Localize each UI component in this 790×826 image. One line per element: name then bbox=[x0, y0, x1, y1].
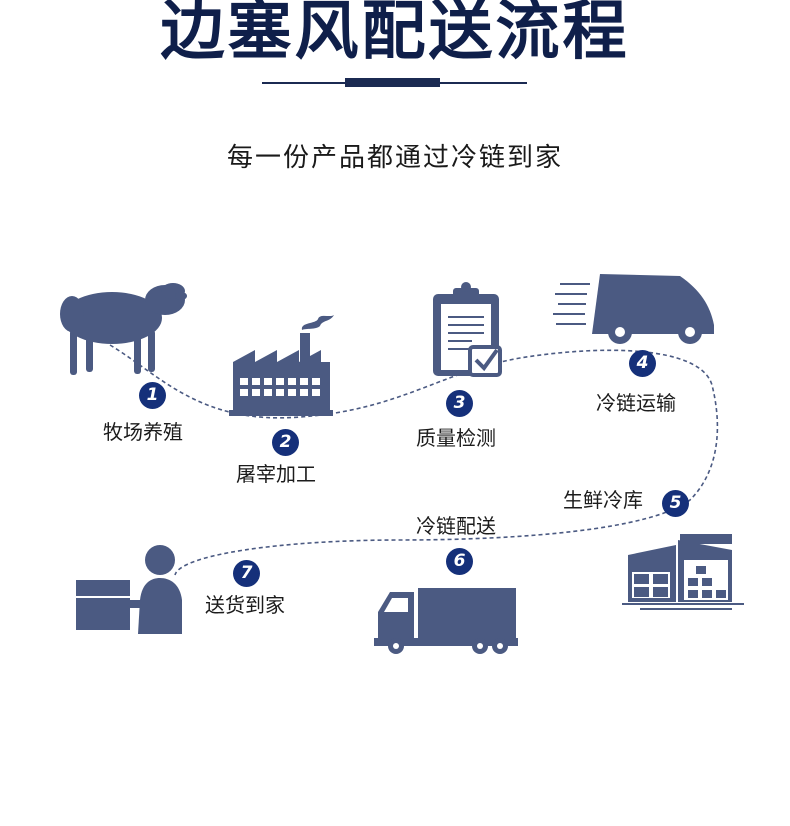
step-4-label: 冷链运输 bbox=[596, 391, 676, 415]
step-7-label: 送货到家 bbox=[205, 593, 285, 617]
flow-path bbox=[109, 344, 719, 576]
step-4-badge: 4 bbox=[629, 350, 656, 377]
title-divider-accent bbox=[345, 78, 440, 87]
step-7-badge: 7 bbox=[233, 560, 260, 587]
page-title: 边塞风配送流程 bbox=[160, 0, 630, 69]
step-3-badge: 3 bbox=[446, 390, 473, 417]
step-3-label: 质量检测 bbox=[416, 426, 496, 450]
page-subtitle: 每一份产品都通过冷链到家 bbox=[226, 143, 563, 173]
step-2-label: 屠宰加工 bbox=[236, 462, 316, 486]
step-6-badge: 6 bbox=[446, 548, 473, 575]
step-5-badge: 5 bbox=[662, 490, 689, 517]
step-1-badge: 1 bbox=[139, 382, 166, 409]
factory-icon bbox=[229, 315, 334, 416]
step-2-badge: 2 bbox=[272, 429, 299, 456]
sheep-icon bbox=[60, 283, 187, 375]
step-5-label: 生鲜冷库 bbox=[563, 488, 643, 512]
van-icon bbox=[553, 274, 714, 344]
step-6-label: 冷链配送 bbox=[416, 514, 496, 538]
step-1-label: 牧场养殖 bbox=[103, 420, 183, 444]
delivery-person-icon bbox=[76, 545, 182, 634]
warehouse-icon bbox=[622, 534, 744, 610]
clipboard-check-icon bbox=[433, 282, 502, 377]
truck-icon bbox=[374, 588, 518, 654]
